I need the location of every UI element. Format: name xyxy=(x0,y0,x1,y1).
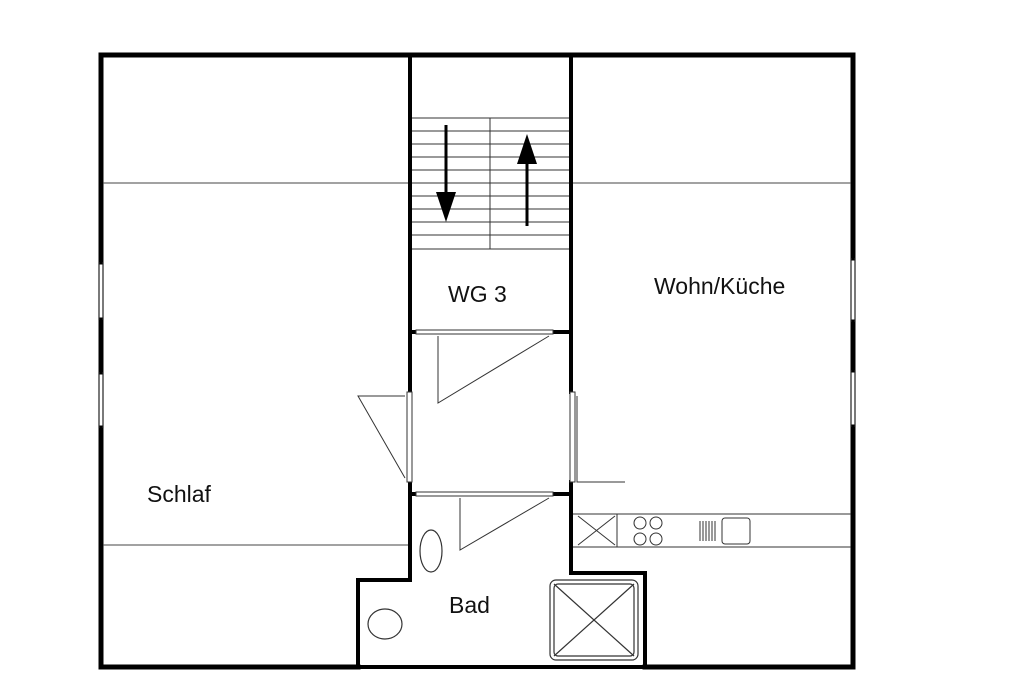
staircase xyxy=(412,117,569,250)
room-label-bathroom: Bad xyxy=(449,592,490,618)
room-label-bedroom: Schlaf xyxy=(147,481,212,507)
doors xyxy=(357,329,625,551)
room-label-hall: WG 3 xyxy=(448,281,507,307)
sink-icon xyxy=(699,517,751,545)
door-hall-top xyxy=(415,329,554,335)
door-hall-bath xyxy=(415,491,554,497)
shower-icon xyxy=(549,579,639,661)
room-label-living-kitchen: Wohn/Küche xyxy=(654,273,785,299)
door-bedroom xyxy=(406,391,413,483)
kitchen-counter xyxy=(573,513,851,548)
interior-walls xyxy=(356,55,647,669)
outer-walls xyxy=(98,52,856,670)
windows xyxy=(98,258,856,428)
door-living xyxy=(569,391,576,483)
roof-slope-lines xyxy=(103,182,851,546)
washbasin-icon xyxy=(419,529,443,573)
toilet-icon xyxy=(367,608,403,640)
stove-burners-icon xyxy=(633,516,663,546)
arrow-up-icon xyxy=(517,134,537,226)
arrow-down-icon xyxy=(436,125,456,222)
